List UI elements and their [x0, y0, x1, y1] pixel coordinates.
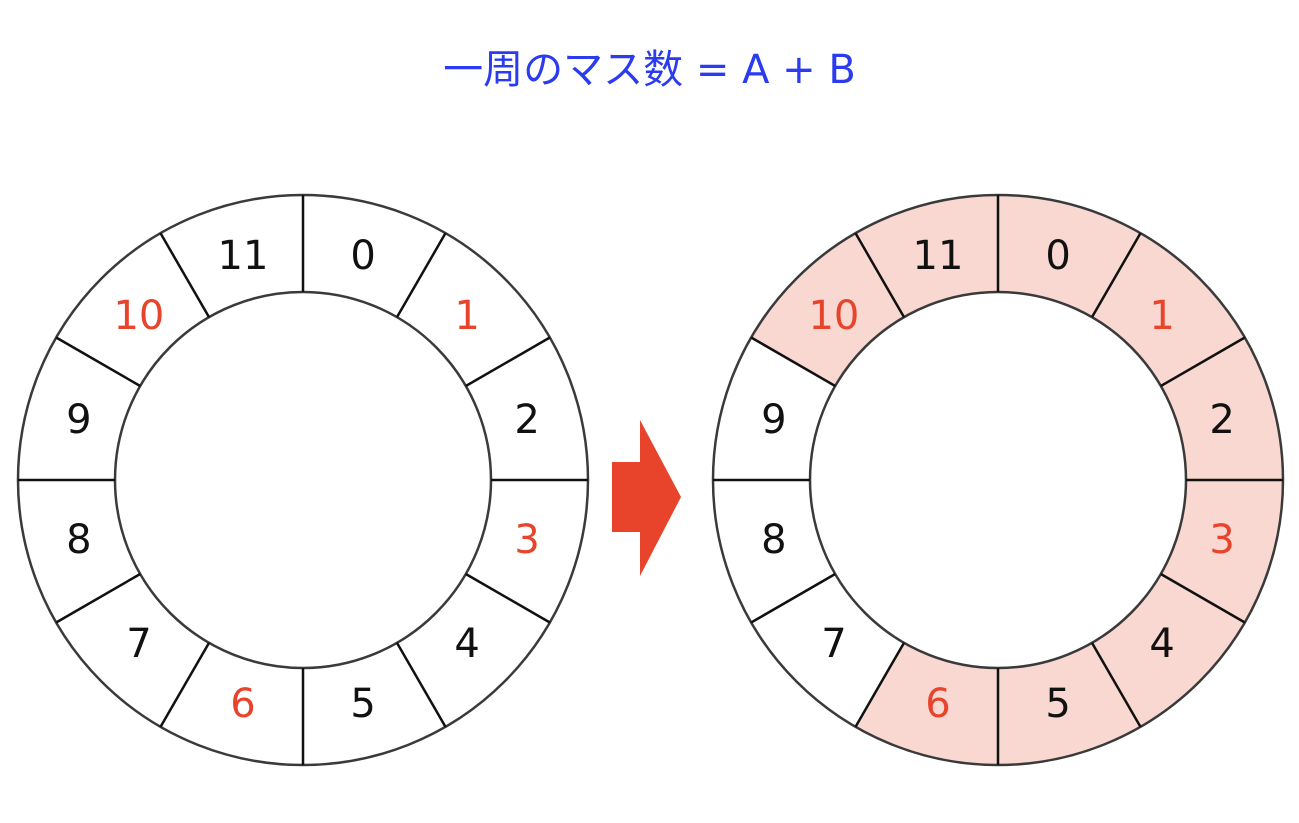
right-arrow-icon	[612, 420, 681, 576]
ring-inner-circle	[113, 290, 493, 670]
ring-cell-label: 11	[218, 233, 269, 279]
ring-cell-fill	[998, 195, 1141, 318]
ring-cell-label: 1	[454, 293, 479, 339]
ring-cell-label: 3	[514, 517, 539, 563]
ring-cell-label: 8	[761, 517, 786, 563]
ring-divider	[750, 572, 836, 624]
ring-cell-label: 10	[808, 293, 859, 339]
ring-cell-label: 9	[66, 397, 91, 443]
ring-divider	[1090, 642, 1142, 728]
ring-divider	[1160, 572, 1246, 624]
ring-cell-label: 11	[913, 233, 964, 279]
ring-cell-label: 6	[230, 681, 255, 727]
ring-divider	[395, 642, 447, 728]
ring-cell-label: 10	[113, 293, 164, 339]
ring-cell-fill	[855, 195, 998, 318]
ring-divider	[159, 232, 211, 318]
ring-cell-label: 7	[126, 621, 151, 667]
ring-divider	[465, 336, 551, 388]
ring-cell-label: 0	[1045, 233, 1070, 279]
ring-divider	[854, 232, 906, 318]
ring-cell-fill	[1092, 233, 1245, 386]
ring-cell-label: 2	[1209, 397, 1234, 443]
ring-cell-label: 0	[350, 233, 375, 279]
ring-cell-fill	[998, 642, 1141, 765]
ring-cell-label: 2	[514, 397, 539, 443]
ring-divider	[750, 336, 836, 388]
ring-cell-fill	[1160, 337, 1283, 480]
ring-cell-label: 4	[1149, 621, 1174, 667]
ring-cell-label: 1	[1149, 293, 1174, 339]
ring-cell-fill	[1160, 480, 1283, 623]
ring-before: 0 1 2 3 4 5 6 7 8 9 10 11	[16, 193, 590, 767]
ring-cell-fill	[1092, 574, 1245, 727]
ring-after: 0 1 2 3 4 5 6 7 8 9 10 11	[711, 193, 1285, 767]
ring-inner-circle	[808, 290, 1188, 670]
ring-cell-label: 5	[1045, 681, 1070, 727]
ring-divider	[55, 336, 141, 388]
ring-divider	[55, 572, 141, 624]
ring-divider	[159, 642, 211, 728]
ring-divider	[1160, 336, 1246, 388]
ring-cell-label: 9	[761, 397, 786, 443]
ring-cell-label: 5	[350, 681, 375, 727]
ring-cell-fill	[855, 642, 998, 765]
ring-cell-label: 3	[1209, 517, 1234, 563]
ring-divider	[1090, 232, 1142, 318]
ring-cell-fill	[751, 233, 904, 386]
ring-cell-label: 7	[821, 621, 846, 667]
ring-cell-label: 4	[454, 621, 479, 667]
ring-cell-label: 6	[925, 681, 950, 727]
ring-divider	[395, 232, 447, 318]
ring-cell-label: 8	[66, 517, 91, 563]
page-title: 一周のマス数 = A + B	[443, 47, 856, 93]
ring-divider	[854, 642, 906, 728]
ring-divider	[465, 572, 551, 624]
